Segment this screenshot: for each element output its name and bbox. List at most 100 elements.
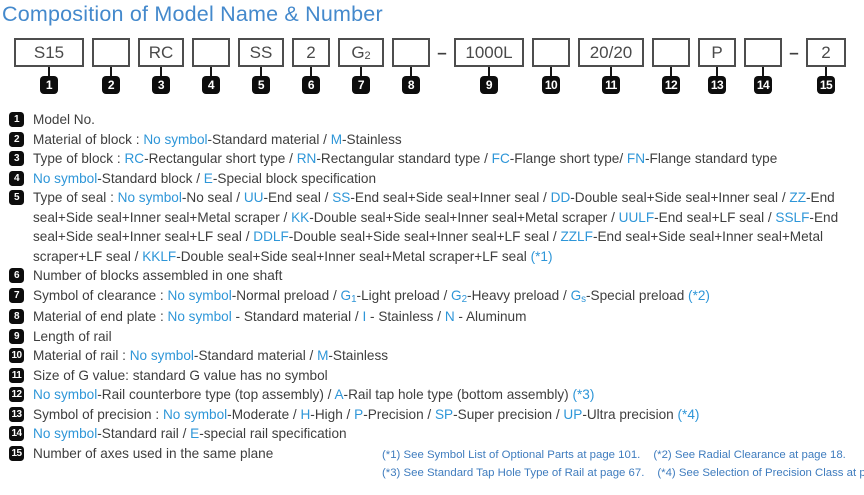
plain-text: -Double seal+Side seal+Inner seal / — [570, 190, 790, 205]
symbol-code: SP — [434, 406, 454, 422]
footnote-ref: (*4) See Selection of Precision Class at… — [657, 467, 864, 479]
plain-text: Symbol of clearance : — [33, 287, 168, 303]
symbol-code: N — [444, 309, 455, 324]
item-number-badge: 11 — [9, 367, 24, 383]
plain-text: -Special preload — [586, 287, 689, 303]
symbol-code: (*4) — [677, 406, 700, 422]
item-number-badge: 12 — [9, 387, 24, 402]
legend-item-1: 1 Model No. — [9, 110, 855, 130]
symbol-code: 1 — [351, 293, 357, 305]
dash-separator: – — [437, 42, 447, 62]
item-number-badge: 6 — [9, 268, 24, 283]
symbol-code: G — [451, 287, 462, 303]
plain-text: -End seal+LF seal / — [654, 209, 776, 225]
code-box-5: SS — [238, 38, 284, 67]
code-box-label: G — [351, 42, 365, 62]
footnote-ref: (*3) See Standard Tap Hole Type of Rail … — [382, 467, 645, 479]
plain-text: - Aluminum — [454, 309, 527, 324]
symbol-code: P — [354, 406, 364, 422]
connector-line — [160, 67, 162, 76]
code-box-subscript: 2 — [364, 49, 371, 62]
connector-line — [48, 67, 50, 76]
symbol-code: I — [362, 309, 367, 324]
legend-item-text: No symbol-Rail counterbore type (top ass… — [33, 385, 855, 405]
number-badge-9: 9 — [480, 76, 498, 94]
symbol-code: No symbol — [162, 406, 228, 422]
code-unit-8: 8 — [392, 38, 430, 94]
legend-item-text: Size of G value: standard G value has no… — [33, 366, 855, 386]
code-box-label: SS — [249, 42, 273, 62]
symbol-code: 2 — [461, 293, 468, 305]
plain-text: -Standard rail / — [97, 426, 191, 441]
symbol-code: No symbol — [33, 170, 98, 186]
connector-line — [360, 67, 362, 76]
code-box-label: 2 — [306, 42, 316, 62]
code-unit-12: 12 — [652, 38, 690, 94]
connector-line — [210, 67, 212, 76]
symbol-code: DD — [550, 190, 571, 205]
plain-text: Material of block : — [33, 131, 144, 147]
footnote-line: (*1) See Symbol List of Optional Parts a… — [382, 446, 860, 464]
plain-text: Type of block : — [33, 151, 125, 166]
connector-line — [110, 67, 112, 76]
code-box-15: 2 — [806, 38, 846, 67]
plain-text: -Double seal+Side seal+Inner seal+Metal … — [176, 248, 531, 264]
item-number-badge: 3 — [9, 151, 24, 166]
item-number-badge: 1 — [9, 112, 24, 127]
symbol-code: A — [334, 387, 344, 402]
plain-text: - Stainless / — [366, 309, 445, 324]
code-box-label: P — [711, 42, 723, 62]
plain-text: -Ultra precision — [582, 406, 678, 422]
item-number-badge: 4 — [9, 170, 24, 186]
symbol-code: M — [330, 131, 343, 147]
plain-text: -End seal / — [263, 190, 333, 205]
plain-text: Number of axes used in the same plane — [33, 445, 274, 461]
code-box-12 — [652, 38, 690, 67]
symbol-code: RN — [296, 151, 317, 166]
symbol-code: KKLF — [142, 248, 177, 264]
plain-text: -High / — [310, 406, 355, 422]
footnote-ref: (*1) See Symbol List of Optional Parts a… — [382, 449, 641, 461]
symbol-code: E — [190, 426, 200, 441]
code-box-3: RC — [138, 38, 184, 67]
symbol-code: SSLF — [775, 209, 810, 225]
symbol-code: (*3) — [572, 387, 595, 402]
number-badge-2: 2 — [102, 76, 120, 94]
footnote-line: (*3) See Standard Tap Hole Type of Rail … — [382, 464, 864, 482]
symbol-code: UP — [563, 406, 583, 422]
symbol-code: No symbol — [143, 131, 208, 147]
connector-line — [825, 67, 827, 76]
code-box-9: 1000L — [454, 38, 524, 67]
legend-item-12: 12 No symbol-Rail counterbore type (top a… — [9, 385, 855, 405]
plain-text: Length of rail — [33, 328, 112, 344]
plain-text: -Light preload / — [356, 287, 452, 303]
number-badge-11: 11 — [602, 76, 620, 94]
plain-text: Material of end plate : — [33, 309, 168, 324]
symbol-code: FC — [491, 151, 510, 166]
dash-separator: – — [789, 42, 799, 62]
plain-text: -Rectangular short type / — [144, 151, 297, 166]
code-box-14 — [744, 38, 782, 67]
plain-text: -End seal+Side seal+Inner seal+Metal scr… — [33, 229, 824, 264]
symbol-code: No symbol — [33, 426, 98, 441]
legend-item-text: Type of seal : No symbol-No seal / UU-En… — [33, 188, 855, 266]
plain-text: -Normal preload / — [231, 287, 341, 303]
plain-text: Model No. — [33, 112, 95, 127]
item-number-badge: 7 — [9, 287, 24, 303]
symbol-code: s — [581, 293, 587, 305]
plain-text: -Flange standard type — [645, 151, 778, 166]
symbol-code: (*1) — [530, 248, 553, 264]
